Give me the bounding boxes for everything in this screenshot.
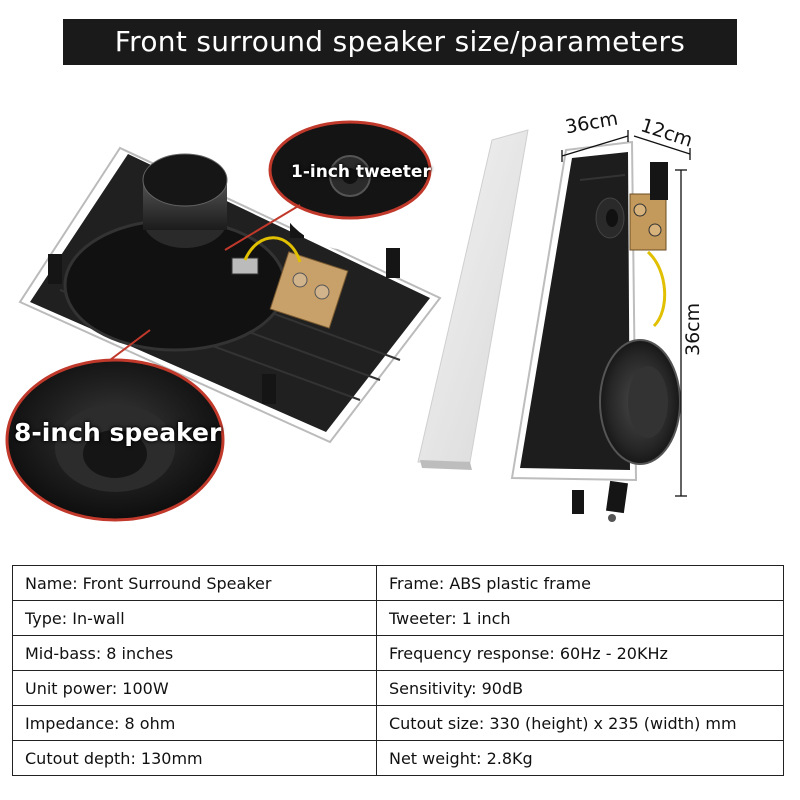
spec-cell: Sensitivity: 90dB	[375, 670, 785, 706]
spec-cell: Type: In-wall	[12, 600, 377, 636]
spec-cell: Net weight: 2.8Kg	[375, 740, 785, 776]
speaker-drawings	[5, 90, 691, 522]
spec-cell: Frame: ABS plastic frame	[375, 565, 785, 601]
spec-cell: Cutout size: 330 (height) x 235 (width) …	[375, 705, 785, 741]
woofer-callout: 8-inch speaker	[14, 418, 222, 447]
page-title-banner: Front surround speaker size/parameters	[63, 19, 737, 65]
speaker-back-view	[5, 90, 442, 522]
spec-cell: Impedance: 8 ohm	[12, 705, 377, 741]
speaker-front-view	[510, 140, 681, 522]
spec-cell: Cutout depth: 130mm	[12, 740, 377, 776]
spec-cell: Name: Front Surround Speaker	[12, 565, 377, 601]
spec-cell: Tweeter: 1 inch	[375, 600, 785, 636]
spec-cell: Mid-bass: 8 inches	[12, 635, 377, 671]
spec-cell: Unit power: 100W	[12, 670, 377, 706]
spec-cell: Frequency response: 60Hz - 20KHz	[375, 635, 785, 671]
product-illustration: 36cm 12cm 36cm 1-inch tweeter 8-inch spe…	[0, 70, 800, 550]
tweeter-callout: 1-inch tweeter	[291, 162, 431, 182]
speaker-grille	[417, 129, 529, 470]
page-title: Front surround speaker size/parameters	[114, 25, 686, 58]
dimension-lines	[561, 130, 691, 497]
height-dimension-label: 36cm	[682, 302, 704, 356]
